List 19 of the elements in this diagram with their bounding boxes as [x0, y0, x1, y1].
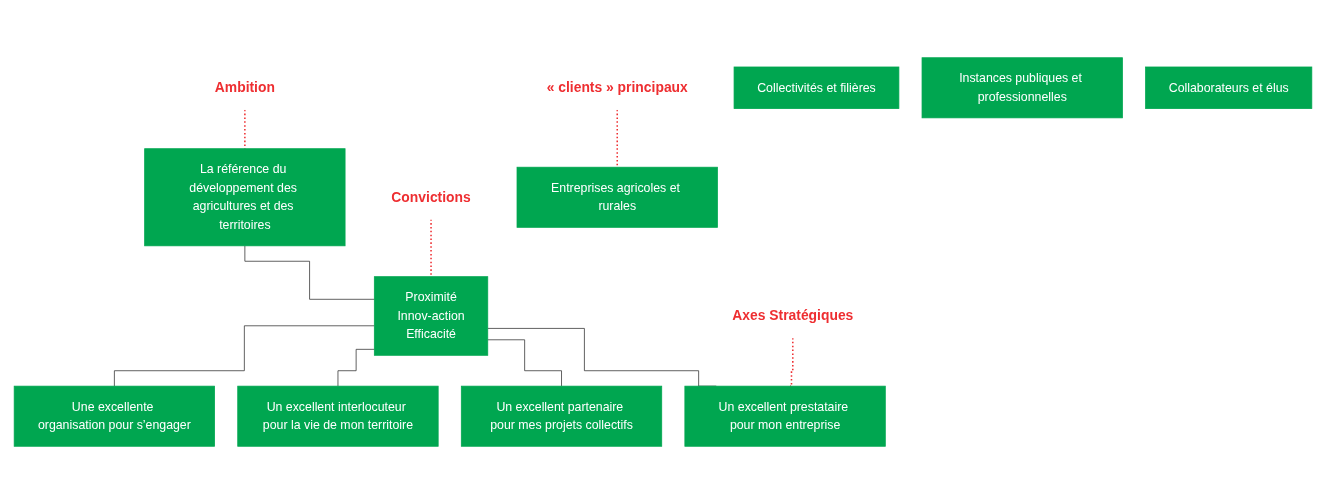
node-text: Axes Stratégiques: [732, 307, 854, 324]
connector: [114, 325, 375, 387]
node-text: Convictions: [391, 189, 471, 205]
connector: [616, 109, 618, 168]
node-box: Collaborateurs et élus: [1145, 66, 1313, 109]
node-box: Collectivités et filières: [733, 66, 900, 109]
connector: [244, 245, 375, 300]
node-box: Entreprises agricoles et rurales: [516, 166, 718, 228]
node-box: La référence du développement des agricultures et des territoires: [144, 148, 346, 247]
node-box: Un excellent prestataire pour mon entreprise: [684, 385, 886, 447]
node-text: Ambition: [214, 79, 275, 96]
node-box: Un excellent partenaire pour mes projets collectifs: [460, 385, 663, 447]
node-text: « clients » principaux: [546, 79, 688, 96]
connector: [487, 339, 562, 387]
node-box: Proximité Innov-action Efficacité: [373, 276, 489, 356]
connector: [337, 348, 375, 387]
node-box: Instances publiques et professionnelles: [921, 57, 1123, 119]
node-box: Une excellente organisation pour s’engager: [13, 385, 215, 447]
node-box: Un excellent interlocuteur pour la vie de mon territoire: [237, 385, 439, 447]
